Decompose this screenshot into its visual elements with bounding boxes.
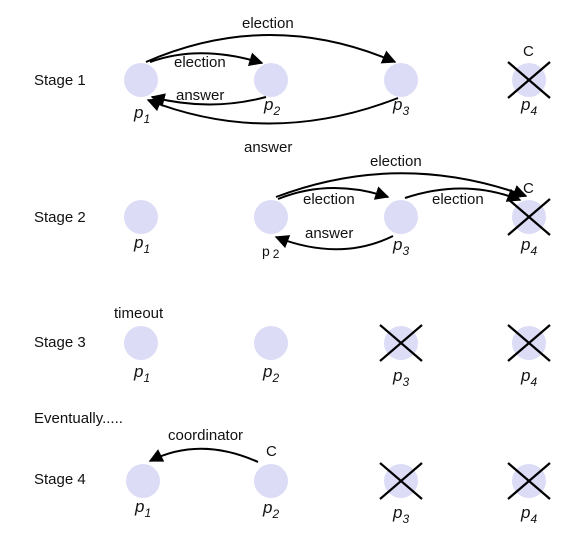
process-node-p1 [124,326,158,360]
process-label-p2: p2 [263,95,280,118]
stage-3-label: Stage 3 [34,334,86,351]
process-label-p4: p4 [520,503,537,526]
coordinator-tag: C [523,180,534,197]
arrow-election-p1-p2 [149,52,264,67]
crash-mark [507,61,551,99]
message-label: election [370,153,422,170]
process-label-p2: p2 [262,362,279,385]
process-label-p3: p3 [392,95,409,118]
stage-4-label: Stage 4 [34,471,86,488]
message-label: answer [176,87,224,104]
process-node-p3 [384,63,418,97]
crash-mark [507,462,551,500]
crash-mark [507,324,551,362]
process-label-p1: p1 [134,497,151,520]
arrow-election-p2-p3 [277,186,390,200]
crash-mark [379,462,423,500]
message-label: election [174,54,226,71]
message-label: election [303,191,355,208]
process-label-p1: p1 [133,233,150,256]
arrow-answer-p3-p2 [274,235,394,251]
stage-1-label: Stage 1 [34,72,86,89]
process-node-p3 [384,200,418,234]
timeout-note: timeout [114,305,164,322]
process-label-p1: p1 [133,362,150,385]
process-label-p3: p3 [392,366,409,389]
arrow-answer-p3-p1 [146,97,399,125]
arrow-election-p1-p3 [145,34,397,64]
process-label-p3: p3 [392,503,409,526]
message-label: answer [305,225,353,242]
process-node-p2 [254,464,288,498]
coordinator-tag: C [266,443,277,460]
crash-mark [379,324,423,362]
process-label-p4: p4 [520,95,537,118]
process-node-p1 [124,63,158,97]
arrow-answer-p2-p1 [150,93,267,107]
stage-2-label: Stage 2 [34,209,86,226]
message-label: election [432,191,484,208]
crash-mark [507,198,551,236]
process-node-p1 [124,200,158,234]
message-label: coordinator [168,427,243,444]
process-node-p1 [126,464,160,498]
arrow-election-p3-p4 [404,187,522,202]
process-label-p4: p4 [520,366,537,389]
arrow-election-p2-p4 [275,172,528,199]
process-node-p2 [254,326,288,360]
message-label: answer [244,139,292,156]
stage-3: Stage 3 timeout p1 p2 p3 p4 [34,305,551,389]
message-label: election [242,15,294,32]
process-label-p3: p3 [392,235,409,258]
process-label-p4: p4 [520,235,537,258]
stage-4: Stage 4 p1 C p2 p3 p4 coordinator [34,427,551,526]
process-node-p2 [254,200,288,234]
coordinator-tag: C [523,43,534,60]
process-label-p2: p2 [262,498,279,521]
process-node-p2 [254,63,288,97]
stage-1: Stage 1 p1 p2 p3 C p4 election election … [34,15,551,156]
process-label-p1: p1 [133,103,150,126]
arrow-coordinator-p2-p1 [148,447,259,463]
eventually-text: Eventually..... [34,410,123,427]
